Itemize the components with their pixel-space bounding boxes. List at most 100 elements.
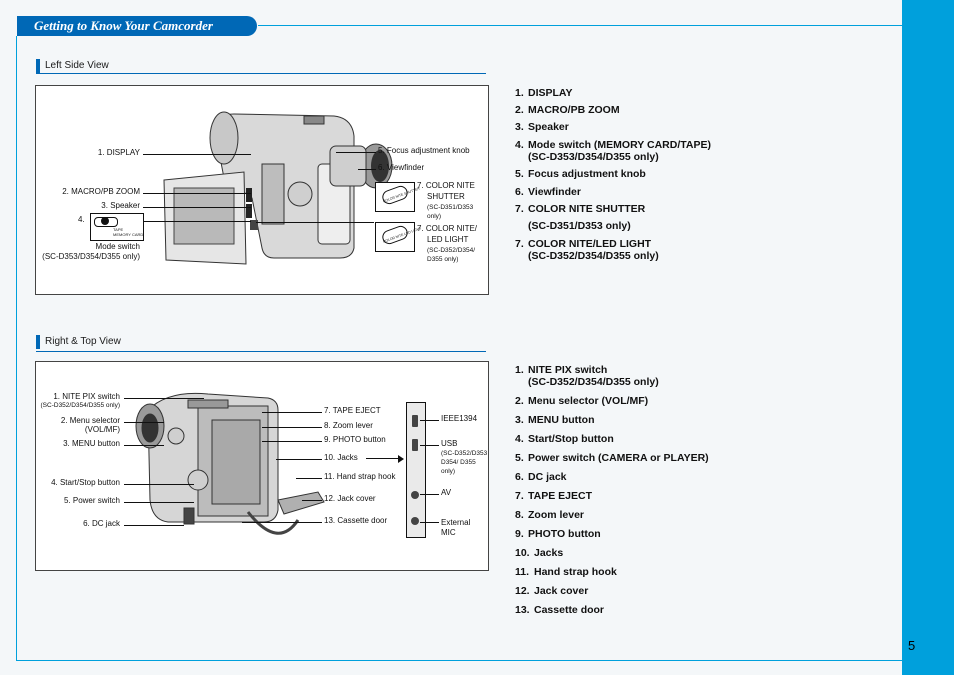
list-item: 7.TAPE EJECT [515,490,592,502]
shutter-models-2: only) [427,213,442,220]
leader-line [143,193,251,194]
callout-macro-zoom: 2. MACRO/PB ZOOM [62,187,140,196]
callout-focus-knob: 5. Focus adjustment knob [378,146,470,155]
callout-external-mic-2: MIC [441,528,456,537]
callout-display: 1. DISPLAY [97,148,140,157]
left-side-parts-list: 1.DISPLAY 2.MACRO/PB ZOOM 3.Speaker 4.Mo… [515,87,895,277]
list-item: 3.MENU button [515,414,595,426]
leader-line [420,494,439,495]
callout-external-mic: External [441,518,471,527]
callout-ieee1394: IEEE1394 [441,414,478,423]
frame-top-rule [258,25,926,26]
shutter-models-1: (SC-D351/D353 [427,204,474,211]
section-marker [36,59,40,73]
list-item: 11.Hand strap hook [515,566,617,578]
right-top-figure: 1. NITE PIX switch (SC-D352/D354/D355 on… [35,361,489,571]
frame-left-rule [16,36,17,661]
nite-pix-models: (SC-D352/D354/D355 only) [40,402,120,409]
left-side-figure: 1. DISPLAY 2. MACRO/PB ZOOM 3. Speaker 4… [35,85,489,295]
jack-panel [406,402,426,538]
leader-line [296,478,322,479]
callout-jacks: 10. Jacks [324,453,358,462]
list-item-continuation: (SC-D353/D354/D355 only) [528,151,659,163]
jacks-arrow-line [366,458,398,459]
list-item: 1.DISPLAY [515,87,573,99]
usb-port [412,439,418,451]
leader-line [124,525,184,526]
switch-knob [101,217,109,225]
callout-av: AV [441,488,452,497]
list-item: 5.Focus adjustment knob [515,168,646,180]
leader-line [262,412,322,413]
led-models-1: (SC-D352/D354/ [427,247,476,254]
leader-line [124,445,164,446]
callout-start-stop: 4. Start/Stop button [51,478,120,487]
usb-models-1: (SC-D352/D353 [441,450,488,457]
page-title: Getting to Know Your Camcorder [34,18,213,33]
list-item: 13.Cassette door [515,604,605,616]
header-tab [17,16,257,36]
callout-mode-number: 4. [78,215,85,224]
section-title-left-side: Left Side View [45,60,109,71]
led-models-2: D355 only) [427,256,459,263]
leader-line [242,522,322,523]
section-marker [36,335,40,349]
list-item: 2.MACRO/PB ZOOM [515,104,620,116]
leader-line [124,484,194,485]
leader-line [420,445,439,446]
ieee1394-port [412,415,418,427]
leader-line [262,441,322,442]
list-item: 2.Menu selector (VOL/MF) [515,395,649,407]
section-rule [36,351,486,352]
switch-label-tape: TAPE [113,227,124,232]
leader-line [256,222,374,223]
callout-zoom-lever: 8. Zoom lever [324,421,373,430]
color-nite-led-button-illustration: COLOR NITE LED LIGHT [375,222,422,252]
callout-color-nite-shutter: 7. COLOR NITE [417,181,475,190]
leader-line [143,221,251,222]
mode-switch-models: (SC-D353/D354/D355 only) [42,252,140,261]
av-port [411,491,419,499]
leader-line [336,152,376,153]
leader-line [124,398,204,399]
frame-bottom-rule [16,660,926,661]
callout-jack-cover: 12. Jack cover [324,494,376,503]
list-item: 3.Speaker [515,121,569,133]
leader-line [276,459,322,460]
callout-nite-pix: 1. NITE PIX switch [53,392,120,401]
leader-line [124,422,164,423]
list-item: 1.NITE PIX switch [515,364,608,376]
list-item: 8.Zoom lever [515,509,585,521]
leader-line [420,522,439,523]
camcorder-right-illustration [135,392,325,535]
camcorder-left-illustration [163,111,393,265]
list-item-continuation: (SC-D352/D354/D355 only) [528,250,659,262]
usb-models-2: D354/ D355 [441,459,476,466]
leader-line [358,169,376,170]
list-item: 4.Start/Stop button [515,433,614,445]
callout-photo-button: 9. PHOTO button [324,435,386,444]
mode-switch-illustration: TAPE MEMORY CARD [90,213,144,241]
callout-usb: USB [441,439,458,448]
leader-line [124,502,194,503]
frame-right-rule [925,25,926,661]
callout-dc-jack: 6. DC jack [83,519,120,528]
list-item-continuation: (SC-D351/D353 only) [528,220,631,232]
jacks-arrow-head [398,455,404,463]
callout-viewfinder: 6. Viewfinder [378,163,425,172]
mic-port [411,517,419,525]
section-title-right-top: Right & Top View [45,336,121,347]
list-item: 4.Mode switch (MEMORY CARD/TAPE) [515,139,711,151]
callout-color-nite-led-2: LED LIGHT [427,235,469,244]
leader-line [302,500,322,501]
list-item: 5.Power switch (CAMERA or PLAYER) [515,452,709,464]
list-item: 6.Viewfinder [515,186,581,198]
callout-color-nite-shutter-2: SHUTTER [427,192,465,201]
callout-power-switch: 5. Power switch [63,496,120,505]
callout-tape-eject: 7. TAPE EJECT [324,406,381,415]
callout-speaker: 3. Speaker [101,201,140,210]
list-item-continuation: (SC-D352/D354/D355 only) [528,376,659,388]
page-number: 5 [908,638,916,653]
switch-label-memory: MEMORY CARD [113,232,144,237]
leader-line [143,207,251,208]
